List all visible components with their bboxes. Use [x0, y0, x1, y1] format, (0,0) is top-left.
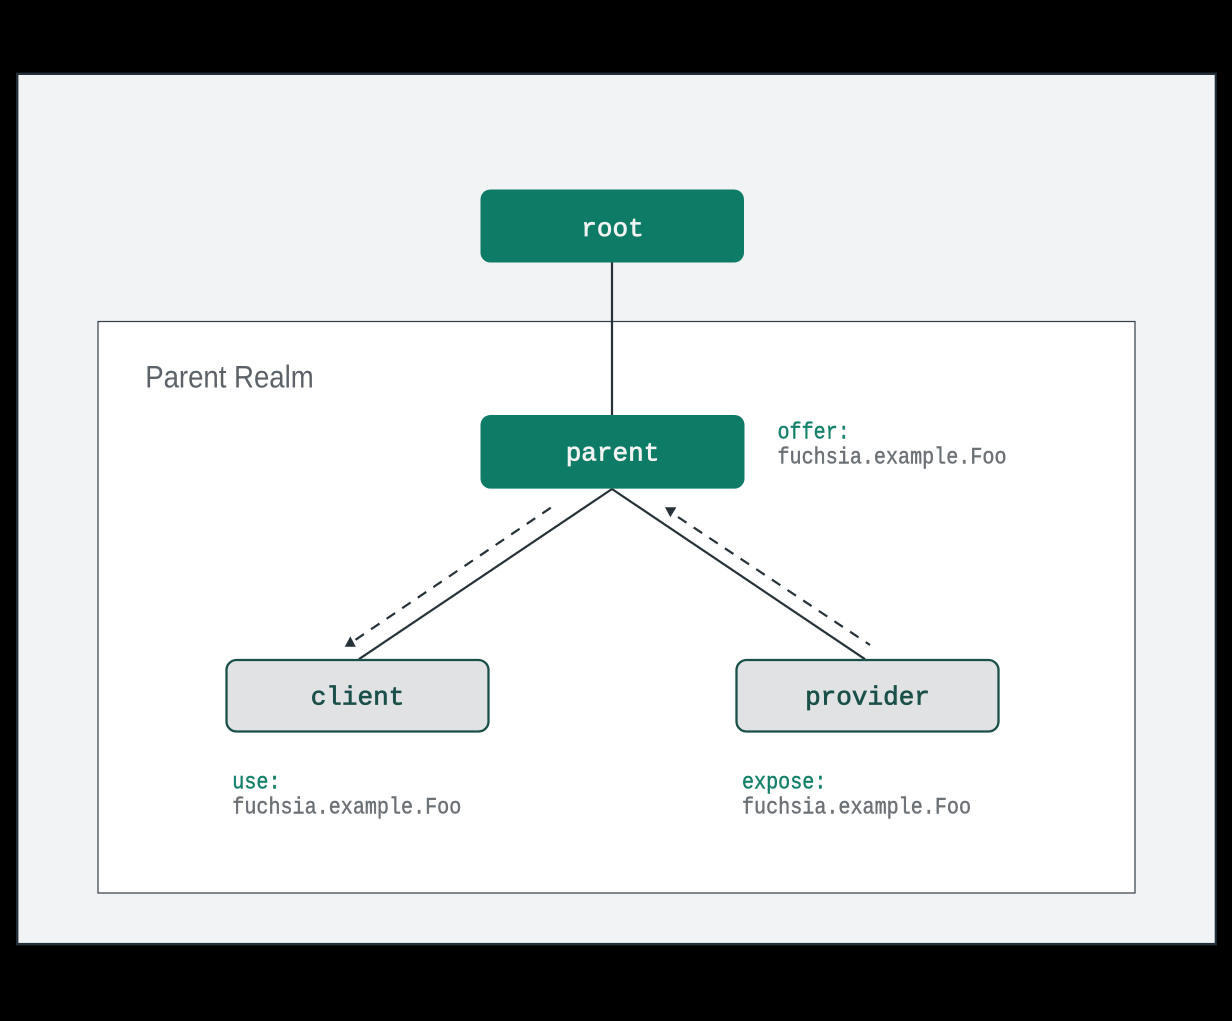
svg-text:parent: parent: [566, 439, 660, 469]
svg-text:client: client: [311, 683, 405, 713]
svg-text:offer:: offer:: [778, 419, 850, 445]
svg-text:expose:: expose:: [742, 769, 826, 795]
svg-text:fuchsia.example.Foo: fuchsia.example.Foo: [742, 795, 971, 821]
svg-text:fuchsia.example.Foo: fuchsia.example.Foo: [232, 795, 461, 821]
svg-text:fuchsia.example.Foo: fuchsia.example.Foo: [778, 445, 1007, 471]
svg-text:use:: use:: [232, 769, 280, 795]
svg-text:provider: provider: [805, 683, 930, 713]
svg-text:Parent Realm: Parent Realm: [145, 359, 314, 395]
svg-text:root: root: [581, 214, 643, 244]
